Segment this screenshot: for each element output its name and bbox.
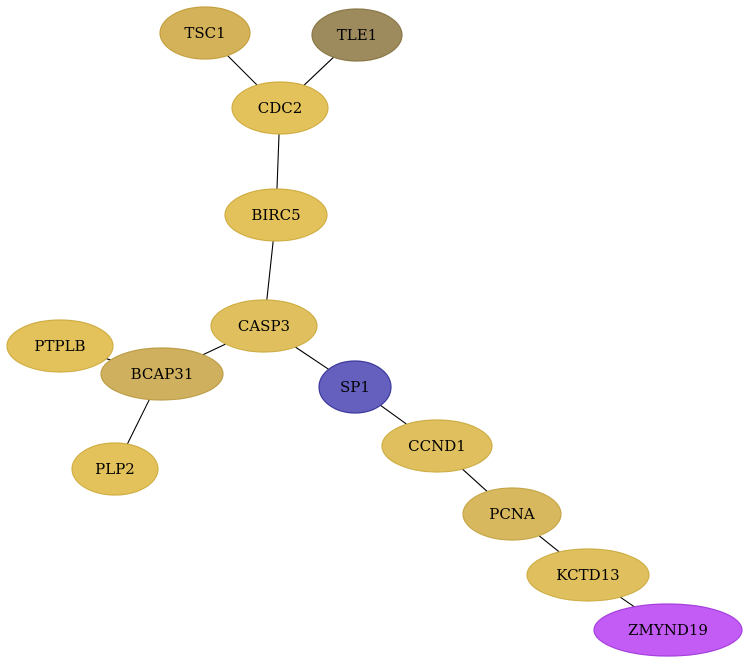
node-label: ZMYND19	[628, 621, 708, 639]
node-plp2[interactable]: PLP2	[71, 442, 159, 496]
edge-cdc2-birc5	[276, 133, 280, 190]
node-tsc1[interactable]: TSC1	[159, 6, 251, 60]
node-label: CDC2	[258, 99, 303, 117]
node-label: KCTD13	[556, 566, 619, 584]
node-shape	[526, 548, 650, 602]
node-label: TLE1	[337, 26, 377, 44]
edge-tle1-cdc2	[303, 56, 334, 86]
node-sp1[interactable]: SP1	[318, 360, 392, 414]
node-label: CASP3	[238, 317, 290, 335]
node-shape	[210, 299, 318, 353]
node-label: SP1	[340, 378, 370, 396]
edge-ccnd1-pcna	[462, 468, 488, 492]
edge-tsc1-cdc2	[227, 55, 258, 86]
node-label: BCAP31	[131, 365, 194, 383]
node-pcna[interactable]: PCNA	[462, 487, 562, 541]
node-bcap31[interactable]: BCAP31	[100, 347, 224, 401]
node-zmynd19[interactable]: ZMYND19	[593, 603, 743, 657]
node-kctd13[interactable]: KCTD13	[526, 548, 650, 602]
node-label: PLP2	[95, 460, 135, 478]
edge-casp3-sp1	[294, 346, 329, 370]
node-label: TSC1	[184, 24, 225, 42]
node-shape	[231, 81, 329, 135]
node-tle1[interactable]: TLE1	[311, 8, 403, 62]
edge-casp3-bcap31	[202, 343, 226, 356]
node-label: BIRC5	[251, 206, 300, 224]
node-ptplb[interactable]: PTPLB	[6, 319, 114, 373]
node-shape	[311, 8, 403, 62]
edge-bcap31-plp2	[126, 399, 150, 445]
edge-pcna-kctd13	[538, 535, 560, 553]
node-shape	[6, 319, 114, 373]
node-shape	[159, 6, 251, 60]
node-shape	[462, 487, 562, 541]
node-shape	[71, 442, 159, 496]
node-shape	[593, 603, 743, 657]
edge-birc5-casp3	[266, 240, 274, 301]
node-birc5[interactable]: BIRC5	[224, 188, 328, 242]
node-ccnd1[interactable]: CCND1	[381, 419, 493, 473]
node-shape	[318, 360, 392, 414]
node-cdc2[interactable]: CDC2	[231, 81, 329, 135]
node-label: PTPLB	[34, 337, 85, 355]
node-shape	[100, 347, 224, 401]
edge-sp1-ccnd1	[380, 404, 408, 425]
node-shape	[224, 188, 328, 242]
node-shape	[381, 419, 493, 473]
node-label: PCNA	[489, 505, 535, 523]
edge-kctd13-zmynd19	[619, 596, 635, 608]
node-label: CCND1	[408, 437, 466, 455]
node-casp3[interactable]: CASP3	[210, 299, 318, 353]
